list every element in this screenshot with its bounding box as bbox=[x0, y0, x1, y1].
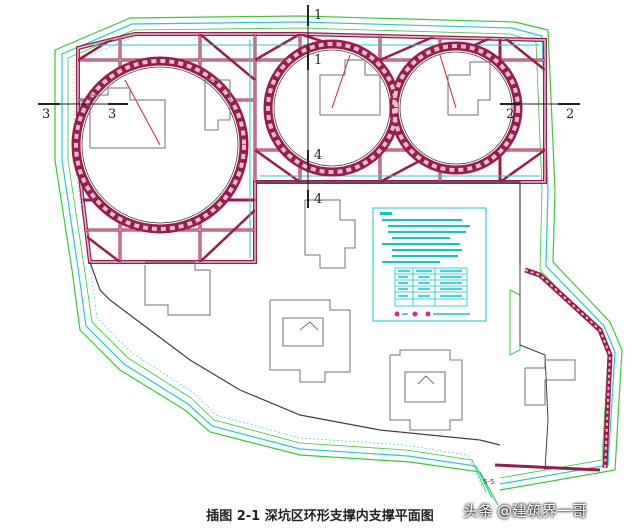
watermark: 头条 @建筑界一哥 bbox=[463, 495, 633, 525]
right-strut-band bbox=[494, 265, 613, 472]
corner-note: 5-5 bbox=[483, 478, 494, 486]
watermark-handle: @建筑界一哥 bbox=[497, 501, 588, 520]
section-2-left-label: 2 bbox=[506, 107, 515, 122]
figure-caption: 插图 2-1 深坑区环形支撑内支撑平面图 bbox=[206, 509, 434, 524]
lower-pit-outline bbox=[89, 181, 521, 446]
existing-buildings bbox=[89, 59, 576, 431]
retaining-wall bbox=[54, 15, 623, 506]
watermark-prefix: 头条 bbox=[463, 501, 494, 520]
section-1-mid-label: 1 bbox=[314, 53, 323, 68]
section-4-bottom-label: 4 bbox=[314, 192, 323, 207]
section-markers bbox=[38, 5, 580, 208]
section-3-left-label: 3 bbox=[42, 107, 51, 122]
section-2-right-label: 2 bbox=[566, 107, 575, 122]
legend-panel bbox=[372, 207, 487, 322]
section-1-top-label: 1 bbox=[314, 8, 323, 23]
section-3-right-label: 3 bbox=[108, 107, 117, 122]
section-4-top-label: 4 bbox=[314, 148, 323, 163]
